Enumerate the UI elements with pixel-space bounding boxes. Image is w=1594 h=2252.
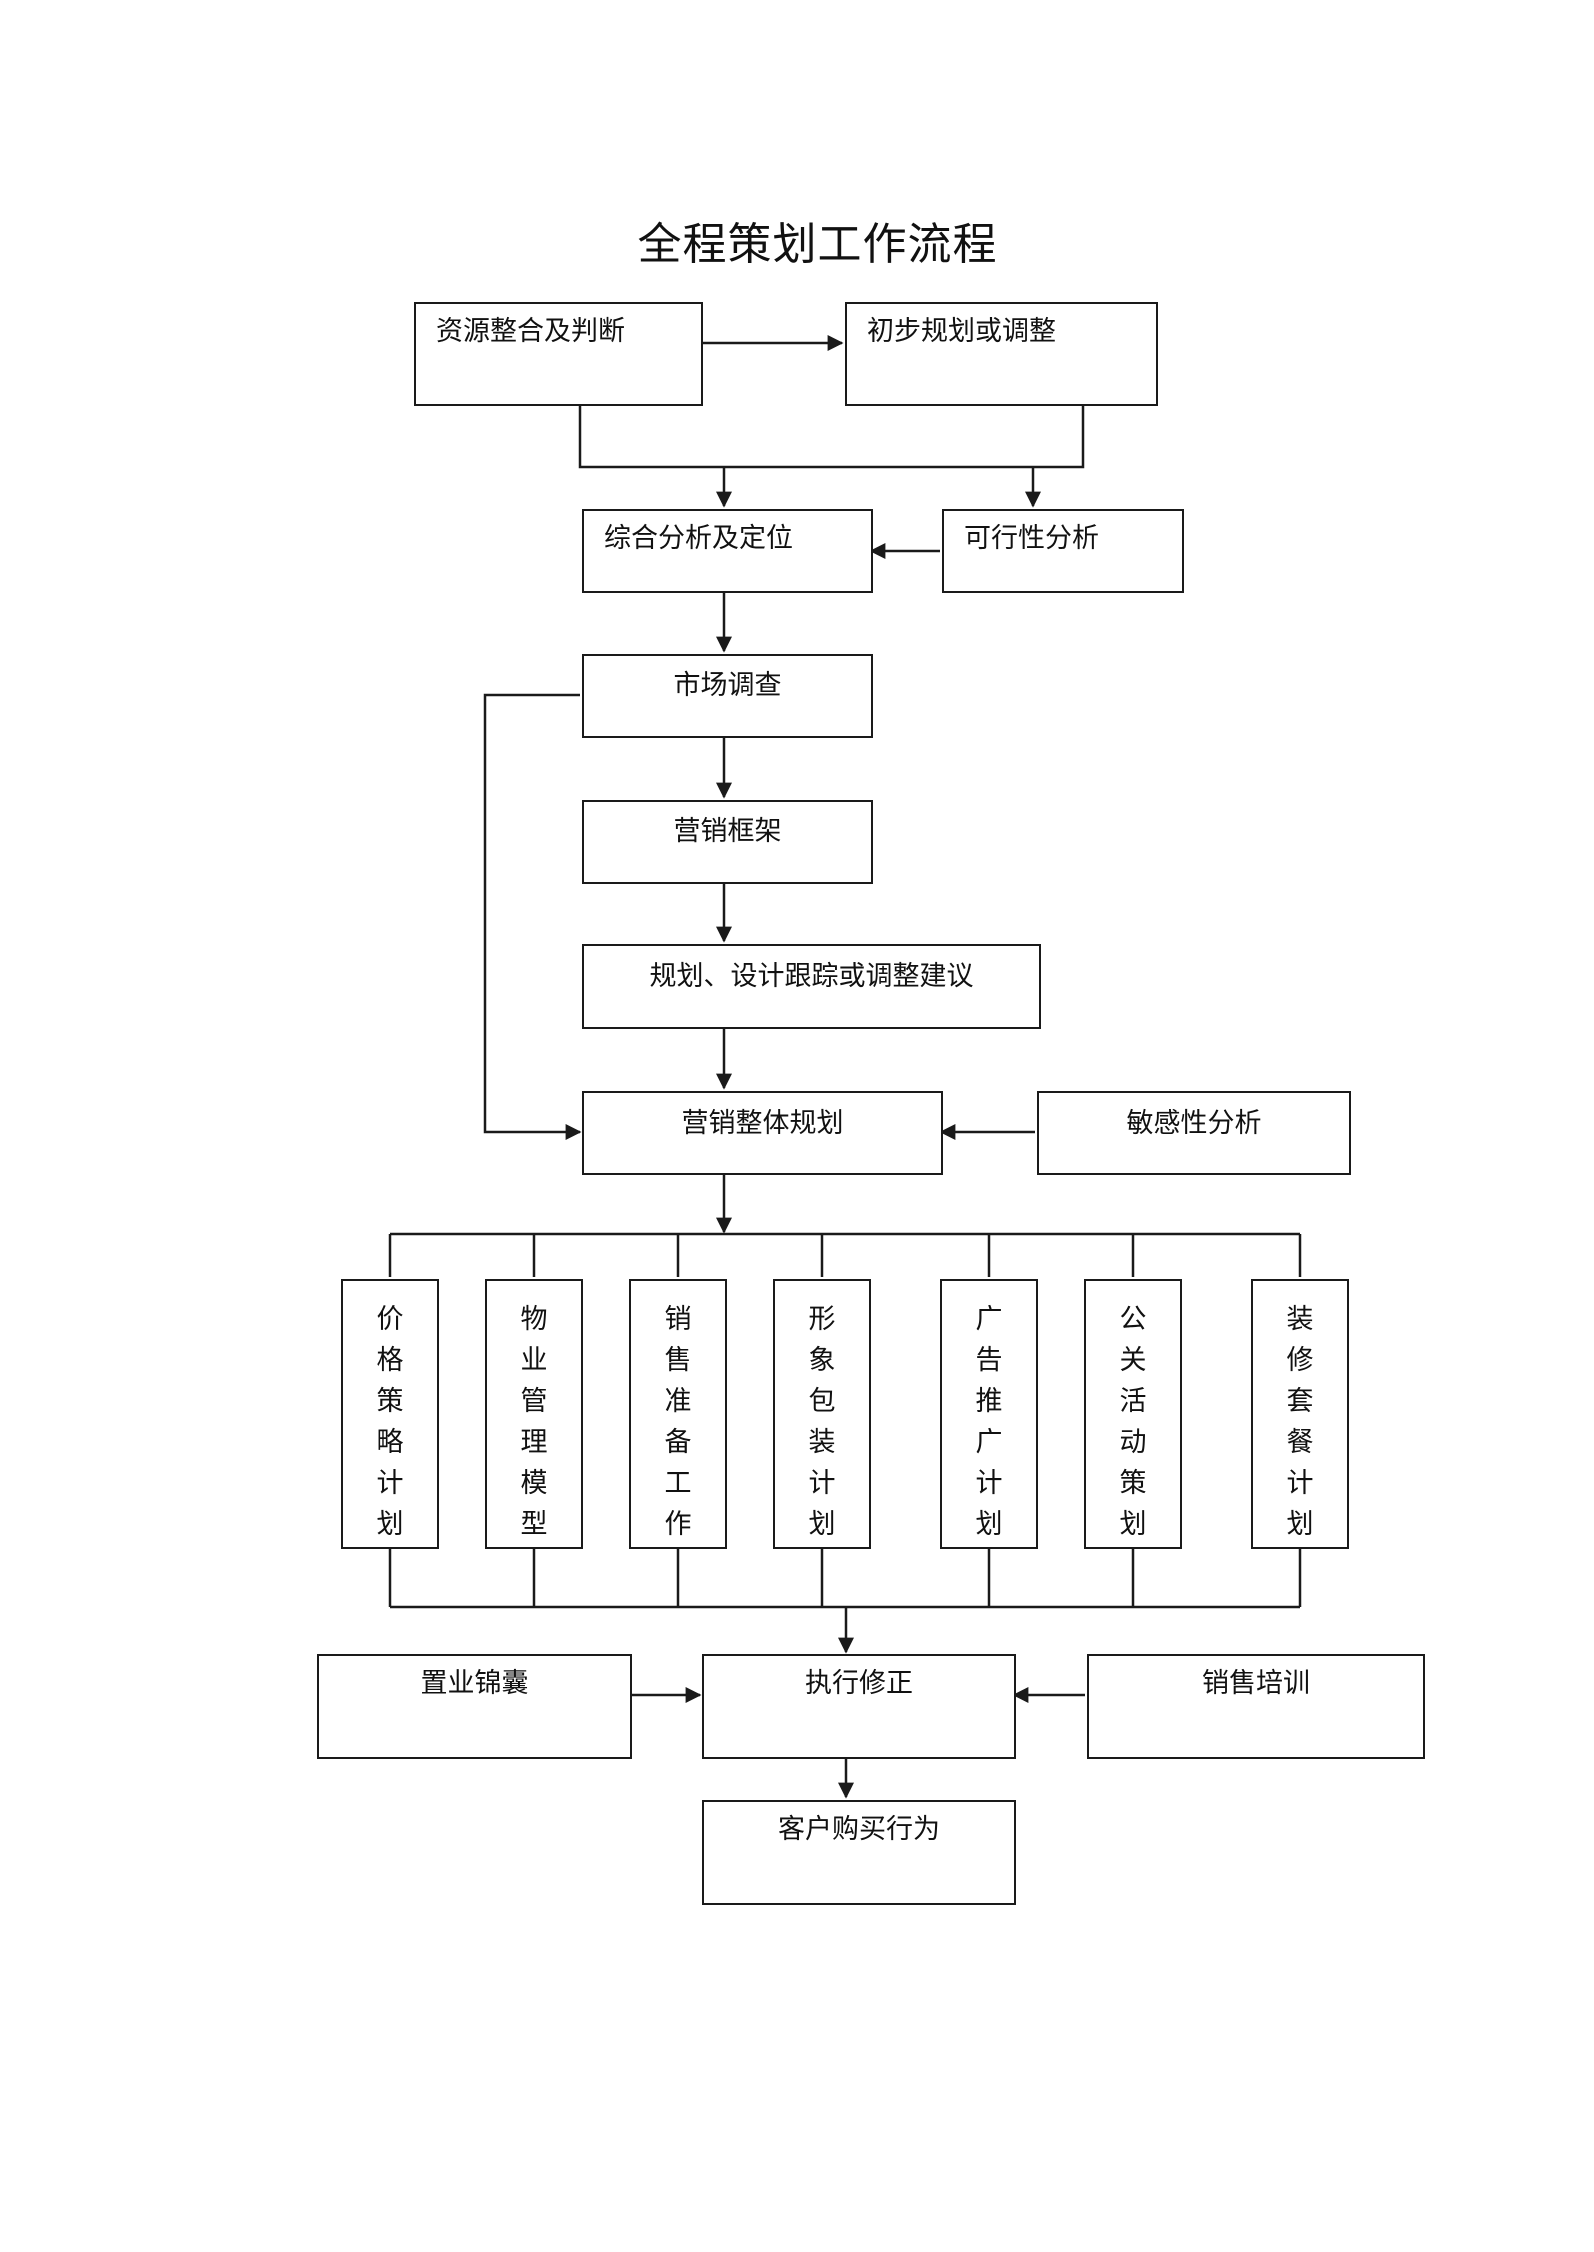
arrow-market-loop-to-overall (483, 693, 582, 1140)
node-label: 敏感性分析 (1126, 1108, 1262, 1139)
node-label: 市场调查 (673, 670, 782, 701)
node-comprehensive-analysis: 综合分析及定位 (582, 509, 873, 593)
node-label: 公关活动策划 (1119, 1304, 1147, 1540)
node-preliminary-planning: 初步规划或调整 (845, 302, 1158, 406)
node-label: 价格策略计划 (376, 1304, 404, 1540)
node-label: 可行性分析 (964, 523, 1099, 554)
page-title: 全程策划工作流程 (637, 219, 998, 270)
node-property-management: 物业管理模型 (485, 1279, 583, 1549)
node-label: 装修套餐计划 (1286, 1304, 1314, 1540)
node-label: 广告推广计划 (975, 1304, 1003, 1540)
node-label: 综合分析及定位 (604, 523, 793, 554)
node-label: 销售准备工作 (664, 1304, 692, 1540)
node-label: 规划、设计跟踪或调整建议 (649, 961, 974, 992)
node-feasibility-analysis: 可行性分析 (942, 509, 1184, 593)
node-label: 初步规划或调整 (867, 316, 1056, 347)
merge-connector-top (578, 404, 1085, 469)
node-customer-purchase: 客户购买行为 (702, 1800, 1016, 1905)
node-sales-preparation: 销售准备工作 (629, 1279, 727, 1549)
node-resource-integration: 资源整合及判断 (414, 302, 703, 406)
node-execution-correction: 执行修正 (702, 1654, 1016, 1759)
node-label: 物业管理模型 (520, 1304, 548, 1540)
node-image-packaging: 形象包装计划 (773, 1279, 871, 1549)
node-overall-marketing-plan: 营销整体规划 (582, 1091, 943, 1175)
node-price-strategy: 价格策略计划 (341, 1279, 439, 1549)
node-label: 营销整体规划 (681, 1108, 844, 1139)
node-decoration-package: 装修套餐计划 (1251, 1279, 1349, 1549)
node-sensitivity-analysis: 敏感性分析 (1037, 1091, 1351, 1175)
node-label: 置业锦囊 (420, 1668, 529, 1699)
node-market-research: 市场调查 (582, 654, 873, 738)
node-advertising-promotion: 广告推广计划 (940, 1279, 1038, 1549)
node-sales-training: 销售培训 (1087, 1654, 1425, 1759)
node-label: 营销框架 (673, 816, 782, 847)
node-public-relations: 公关活动策划 (1084, 1279, 1182, 1549)
node-label: 形象包装计划 (808, 1304, 836, 1540)
node-marketing-framework: 营销框架 (582, 800, 873, 884)
node-label: 销售培训 (1202, 1668, 1310, 1699)
node-label: 客户购买行为 (778, 1814, 940, 1845)
node-property-guide: 置业锦囊 (317, 1654, 632, 1759)
node-label: 资源整合及判断 (436, 316, 625, 347)
node-label: 执行修正 (805, 1668, 913, 1699)
node-design-tracking: 规划、设计跟踪或调整建议 (582, 944, 1041, 1029)
